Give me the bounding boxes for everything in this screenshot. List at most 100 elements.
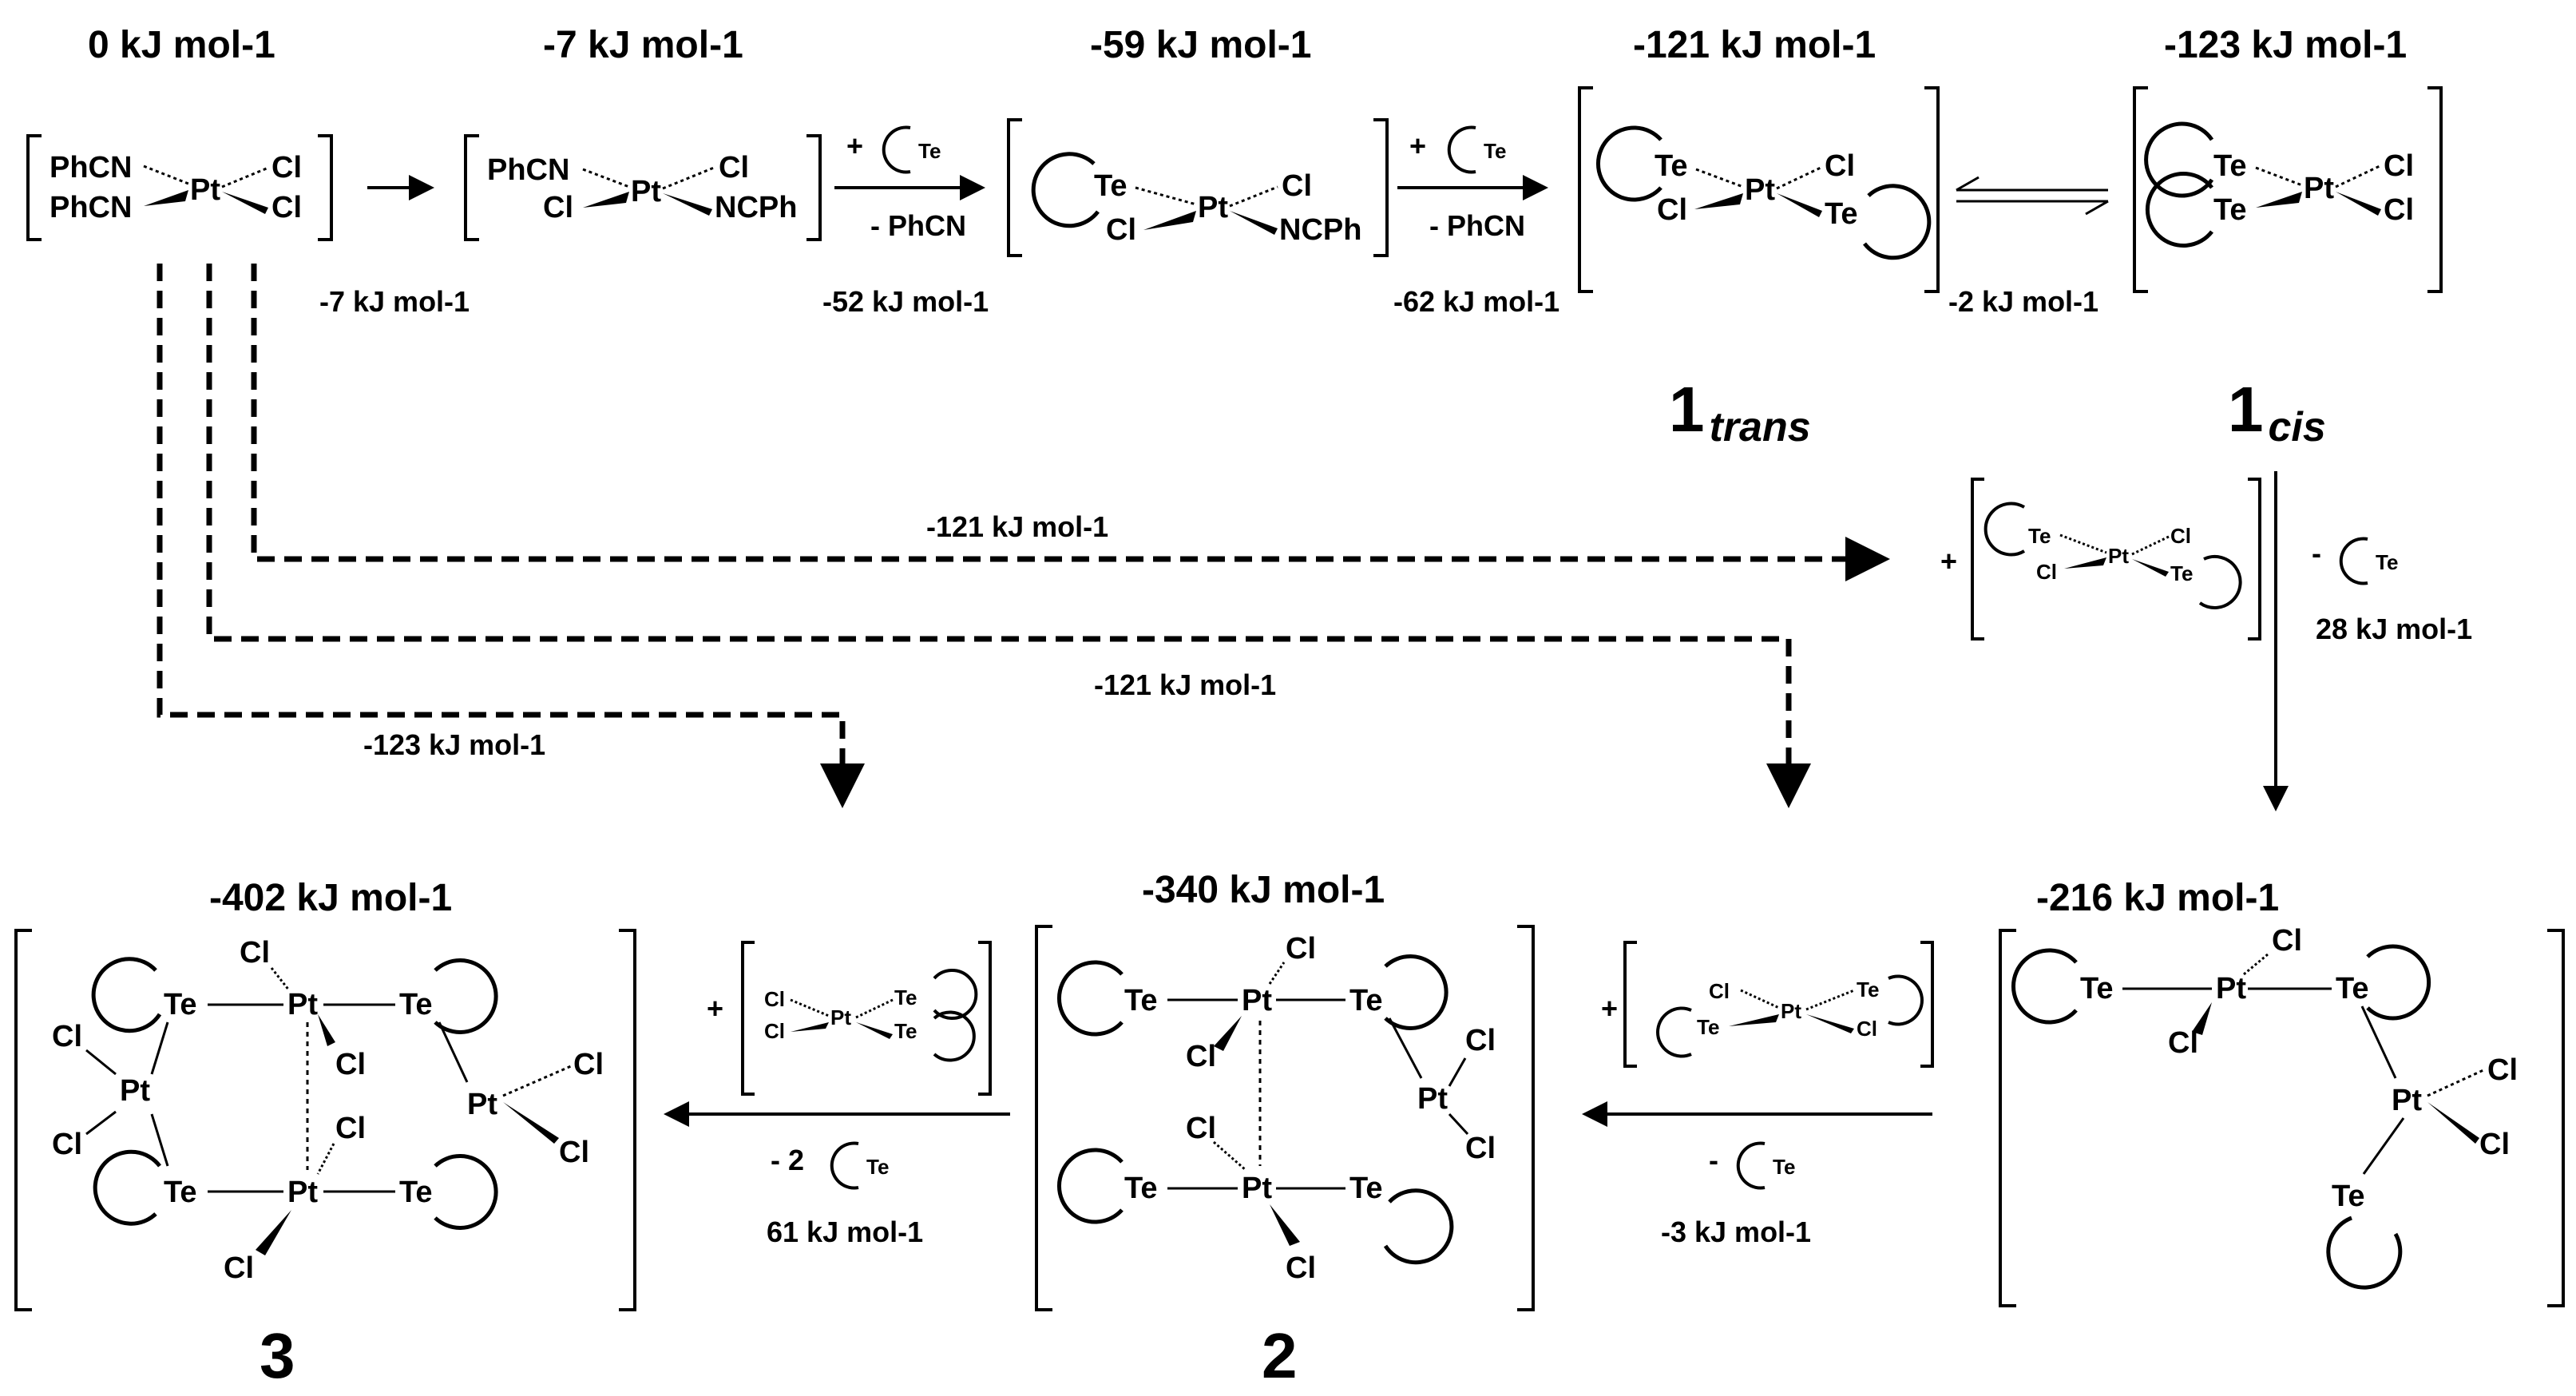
svg-text:Te: Te (1349, 984, 1383, 1017)
svg-text:Te: Te (1124, 1172, 1158, 1205)
svg-text:Cl: Cl (764, 1019, 785, 1043)
svg-text:Te: Te (164, 988, 197, 1021)
svg-text:Te: Te (1857, 978, 1879, 1001)
svg-text:Pt: Pt (2304, 172, 2334, 205)
svg-text:-: - (1709, 1144, 1718, 1176)
svg-text:Cl: Cl (1286, 932, 1316, 966)
svg-text:Te: Te (1094, 169, 1127, 203)
svg-text:Te: Te (2336, 972, 2369, 1005)
svg-text:Te: Te (1773, 1155, 1795, 1179)
svg-text:Cl: Cl (2036, 560, 2057, 584)
svg-text:Te: Te (2376, 550, 2398, 574)
step-energy-4: -2 kJ mol-1 (1948, 285, 2098, 318)
svg-text:Cl: Cl (719, 151, 749, 184)
step-energy-3: -62 kJ mol-1 (1393, 285, 1559, 318)
svg-text:Cl: Cl (2479, 1128, 2510, 1161)
compound-int1: PhCN Cl Pt Cl NCPh (464, 134, 822, 241)
svg-text:Pt: Pt (287, 1176, 318, 1209)
svg-text:Cl: Cl (1709, 979, 1730, 1003)
dashed-path-energy-2: -121 kJ mol-1 (1094, 668, 1276, 701)
svg-text:Te: Te (894, 1019, 917, 1043)
svg-text:Cl: Cl (271, 191, 302, 224)
svg-text:+: + (1601, 992, 1618, 1025)
svg-text:Te: Te (1484, 139, 1506, 163)
svg-text:-: - (2312, 537, 2321, 569)
energy-label-1trans: -121 kJ mol-1 (1633, 24, 1876, 66)
svg-text:+: + (846, 129, 863, 162)
svg-text:Te: Te (866, 1155, 889, 1179)
svg-text:PhCN: PhCN (50, 151, 132, 184)
svg-text:Pt: Pt (2392, 1084, 2422, 1117)
svg-text:Pt: Pt (1781, 999, 1801, 1023)
compound-start: PhCN PhCN Pt Cl Cl (26, 134, 333, 241)
step-energy-6: -3 kJ mol-1 (1661, 1216, 1811, 1248)
compound-int216: Te Pt Te Cl Cl Pt Cl Cl Te (1999, 924, 2565, 1307)
dashed-path-3 (157, 264, 865, 808)
energy-label-3: -402 kJ mol-1 (209, 877, 452, 919)
svg-text:Cl: Cl (1186, 1040, 1216, 1073)
svg-text:Cl: Cl (224, 1251, 254, 1285)
svg-text:Cl: Cl (1282, 169, 1312, 203)
svg-text:Te: Te (918, 139, 941, 163)
svg-text:Pt: Pt (1198, 191, 1228, 224)
reagent-1cis-small-b: + Cl Cl Pt Te Te (707, 941, 992, 1096)
svg-text:- PhCN: - PhCN (1429, 209, 1525, 242)
label-3: 3 (260, 1320, 295, 1391)
energy-label-2: -340 kJ mol-1 (1142, 869, 1385, 911)
svg-text:Cl: Cl (2170, 524, 2191, 548)
svg-text:Te: Te (1825, 197, 1858, 231)
svg-text:Te: Te (2028, 524, 2051, 548)
svg-text:Pt: Pt (2216, 972, 2246, 1005)
svg-text:Te: Te (2170, 561, 2193, 585)
compound-3: Cl Cl Pt Te Pt Cl Cl Te Pt Cl Cl Cl Pt T… (14, 929, 636, 1311)
dashed-path-energy-3: -123 kJ mol-1 (363, 728, 545, 761)
svg-text:Cl: Cl (559, 1136, 589, 1169)
compound-2: Te Pt Cl Cl Te Pt Cl Cl Cl Pt Te Te Cl (1035, 925, 1535, 1311)
svg-text:Cl: Cl (335, 1048, 366, 1081)
svg-text:Cl: Cl (52, 1128, 82, 1161)
svg-text:Cl: Cl (1465, 1024, 1496, 1057)
svg-text:Te: Te (2080, 972, 2114, 1005)
svg-text:+: + (707, 992, 723, 1025)
svg-text:Te: Te (2213, 193, 2247, 227)
svg-text:PhCN: PhCN (50, 191, 132, 224)
energy-label-int1: -7 kJ mol-1 (543, 24, 743, 66)
arrow-step-2: + Te - PhCN (834, 125, 985, 242)
svg-text:Te: Te (399, 1176, 433, 1209)
svg-text:Te: Te (1655, 149, 1688, 183)
step-energy-7: 61 kJ mol-1 (767, 1216, 923, 1248)
arrow-step-7: - 2 Te (664, 1101, 1010, 1190)
energy-label-int216: -216 kJ mol-1 (2036, 877, 2279, 919)
svg-text:PhCN: PhCN (487, 153, 569, 187)
svg-text:Cl: Cl (573, 1048, 604, 1081)
step-energy-2: -52 kJ mol-1 (822, 285, 989, 318)
svg-text:Te: Te (894, 986, 917, 1009)
dashed-path-energy-1: -121 kJ mol-1 (926, 510, 1108, 543)
svg-text:Cl: Cl (1465, 1132, 1496, 1165)
svg-text:Cl: Cl (335, 1112, 366, 1145)
reagent-1cis-small-a: + Cl Te Pt Te Cl (1601, 941, 1934, 1068)
arrow-step-5: - Te (2263, 471, 2398, 811)
svg-text:Cl: Cl (1186, 1112, 1216, 1145)
equilibrium-arrows (1956, 176, 2109, 216)
svg-text:Cl: Cl (764, 987, 785, 1011)
svg-text:Cl: Cl (52, 1020, 82, 1053)
label-2: 2 (1262, 1320, 1298, 1391)
svg-text:NCPh: NCPh (715, 191, 797, 224)
svg-text:Te: Te (1697, 1015, 1719, 1039)
svg-text:Pt: Pt (190, 173, 220, 207)
svg-text:Cl: Cl (240, 936, 270, 970)
svg-text:Te: Te (399, 988, 433, 1021)
step-energy-1: -7 kJ mol-1 (319, 285, 470, 318)
svg-text:Pt: Pt (1242, 984, 1272, 1017)
dashed-path-1 (251, 264, 1890, 581)
compound-1-trans: Te Cl Pt Cl Te (1578, 86, 1940, 293)
svg-text:+: + (1409, 129, 1426, 162)
reagent-1trans-small: + Te Cl Pt Cl Te (1940, 478, 2261, 640)
arrow-step-3: + Te - PhCN (1397, 125, 1548, 242)
svg-text:Cl: Cl (2384, 149, 2414, 183)
svg-text:Pt: Pt (631, 175, 661, 208)
arrow-step-6: - Te (1582, 1101, 1932, 1190)
